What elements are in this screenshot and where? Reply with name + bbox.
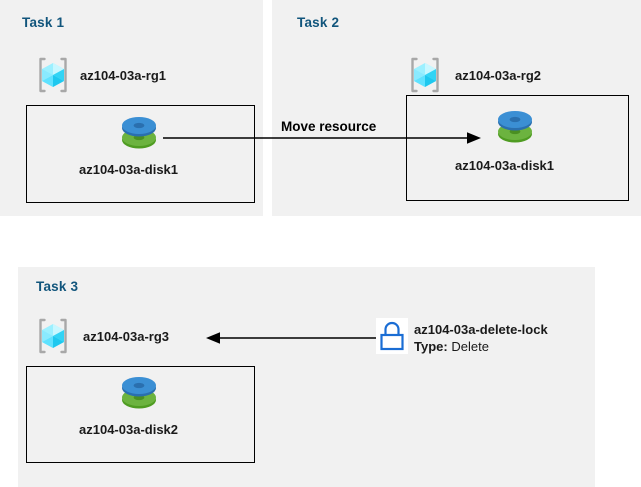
connector-label-move-resource: Move resource <box>281 119 377 134</box>
panel-task-3-title: Task 3 <box>36 279 79 294</box>
connector-lock-to-rg3-arrow <box>206 332 380 344</box>
disk-icon <box>494 108 536 146</box>
resource-label-disk1-task2: az104-03a-disk1 <box>455 158 555 173</box>
panel-task-2 <box>272 0 641 216</box>
resource-label-disk1-task1: az104-03a-disk1 <box>79 162 179 177</box>
lock-label: az104-03a-delete-lock <box>414 322 548 337</box>
disk-icon <box>118 114 160 152</box>
disk-icon <box>118 374 160 412</box>
connector-move-resource-arrow <box>163 132 481 144</box>
panel-task-1 <box>0 0 263 216</box>
resource-box-task-2 <box>406 95 629 201</box>
resource-label-disk2-task3: az104-03a-disk2 <box>79 422 179 437</box>
lock-type-key: Type: <box>414 339 448 354</box>
resource-group-icon <box>34 317 72 355</box>
lock-type-row: Type: Delete <box>414 339 489 354</box>
resource-group-label-rg2: az104-03a-rg2 <box>455 68 541 83</box>
resource-group-icon <box>34 56 72 94</box>
resource-group-icon <box>406 56 444 94</box>
panel-task-2-title: Task 2 <box>297 15 340 30</box>
panel-task-1-title: Task 1 <box>22 15 65 30</box>
resource-box-task-1 <box>26 105 255 203</box>
lock-type-value: Delete <box>451 339 489 354</box>
resource-group-label-rg3: az104-03a-rg3 <box>83 329 169 344</box>
panel-task-3 <box>18 267 595 487</box>
resource-group-label-rg1: az104-03a-rg1 <box>80 68 166 83</box>
lock-icon <box>376 318 408 354</box>
resource-box-task-3 <box>26 366 255 463</box>
